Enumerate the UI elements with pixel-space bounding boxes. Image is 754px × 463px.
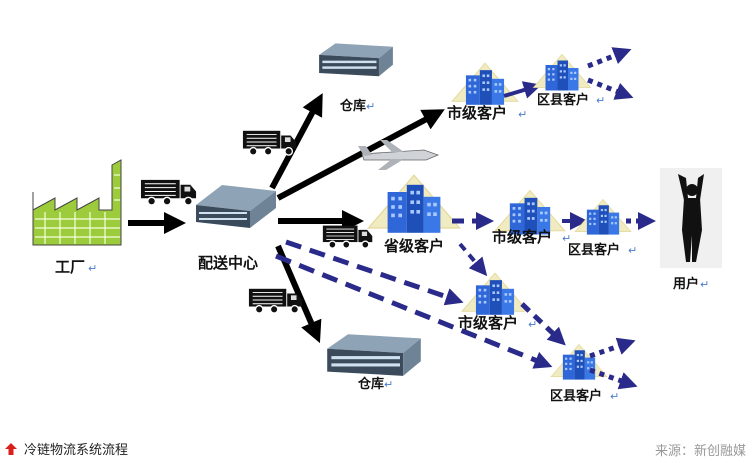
return-mark-icon: ↵: [610, 390, 619, 403]
return-mark-icon: ↵: [628, 244, 637, 257]
dashed-arrow-provincial-to-city-bottom: [458, 242, 488, 277]
return-mark-icon: ↵: [366, 100, 375, 113]
return-mark-icon: ↵: [528, 318, 537, 331]
warehouse-top-label: 仓库: [339, 98, 366, 114]
county-customer-top-icon: [533, 54, 591, 91]
county-customer-bottom-icon: [550, 344, 608, 380]
warehouse-top-icon: [319, 43, 393, 77]
footer-source: 来源：新创融媒: [654, 444, 746, 459]
footer: 冷链物流系统流程 来源：新创融媒: [0, 433, 754, 463]
return-mark-icon: ↵: [700, 278, 709, 291]
warehouse-bottom-label: 仓库: [357, 376, 384, 392]
city-customer-mid-label: 市级客户: [492, 228, 552, 246]
footer-title: 冷链物流系统流程: [4, 439, 128, 458]
red-arrow-up-icon: [4, 442, 18, 456]
dotted-arrow-county-top-to-user: [587, 77, 634, 100]
return-mark-icon: ↵: [596, 94, 605, 107]
dotted-arrow-county-top-to-user: [587, 47, 632, 69]
city-customer-top-label: 市级客户: [447, 104, 507, 122]
delivery-truck-icon: [140, 179, 197, 206]
dotted-arrow-county-bottom-to-user: [589, 337, 636, 359]
delivery-truck-icon: [248, 288, 303, 314]
return-mark-icon: ↵: [518, 108, 527, 121]
city-customer-bottom-icon: [461, 272, 529, 316]
county-customer-mid-label: 区县客户: [568, 242, 620, 258]
city-customer-top-icon: [451, 62, 519, 106]
end-user-label: 用户: [672, 276, 699, 292]
provincial-customer-icon: [367, 174, 461, 234]
county-customer-bottom-label: 区县客户: [550, 388, 602, 404]
airplane-icon: [358, 140, 440, 170]
city-customer-bottom-label: 市级客户: [458, 314, 518, 332]
county-customer-top-label: 区县客户: [537, 92, 589, 108]
return-mark-icon: ↵: [88, 262, 97, 275]
county-customer-mid-icon: [574, 199, 632, 235]
provincial-customer-label: 省级客户: [383, 237, 444, 255]
footer-title-text: 冷链物流系统流程: [24, 443, 129, 458]
return-mark-icon: ↵: [562, 232, 571, 245]
delivery-truck-icon: [242, 130, 297, 156]
dashed-arrow-center-to-city-bottom: [285, 239, 464, 306]
delivery-truck-icon: [322, 224, 373, 249]
dotted-arrow-county-bottom-to-user: [589, 367, 638, 390]
distribution-center-icon: [196, 185, 276, 228]
distribution-center-label: 配送中心: [198, 254, 258, 272]
factory-label: 工厂: [55, 258, 85, 276]
return-mark-icon: ↵: [384, 378, 393, 391]
arrow-city-top-to-county-top: [503, 81, 542, 99]
factory-icon: [32, 159, 122, 246]
dashed-arrow-city-bottom-to-county-bottom: [520, 302, 566, 346]
arrow-center-to-city-top: [276, 109, 445, 201]
end-user-icon: [660, 168, 722, 268]
warehouse-bottom-icon: [327, 334, 421, 376]
